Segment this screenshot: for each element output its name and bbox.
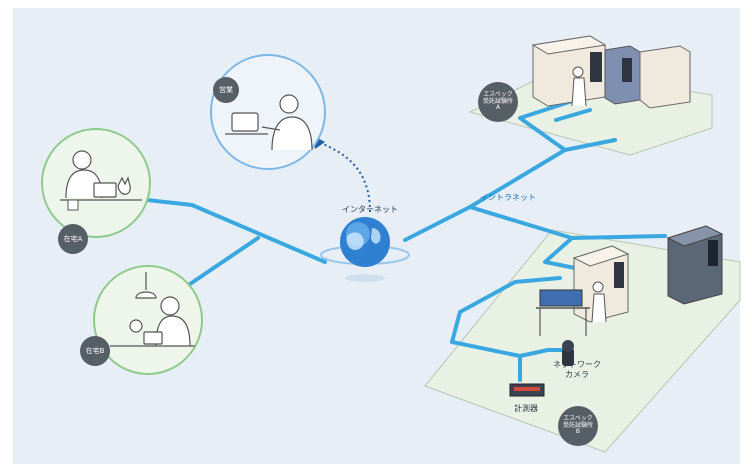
lab-a-badge-line3: A	[495, 104, 501, 112]
lab-a-badge-line2: 受託試験所	[482, 97, 513, 105]
network-camera-label: ネットワーク カメラ	[553, 361, 601, 379]
sales-badge-text: 営業	[219, 85, 233, 94]
internet-label: インターネット	[342, 205, 398, 214]
measuring-instrument-label: 計測器	[514, 404, 538, 413]
home-b-illustration	[93, 265, 203, 375]
dotted-link	[317, 141, 371, 213]
intranet-label: イントラネット	[480, 193, 536, 202]
home-a-badge: 在宅A	[58, 224, 88, 254]
home-b-badge-text: 在宅B	[85, 346, 105, 355]
line-lab-b-camera	[518, 348, 567, 358]
lab-b-badge-line1: エスペック	[563, 414, 593, 422]
network-camera-label-line1: ネットワーク	[553, 360, 601, 369]
line-home-b	[188, 236, 260, 286]
lab-a-badge: エスペック 受託試験所 A	[478, 82, 518, 122]
lab-b-badge-line3: B	[575, 428, 581, 436]
lab-b-badge-line2: 受託試験所	[562, 421, 593, 429]
lab-a-badge-line1: エスペック	[483, 90, 513, 98]
network-camera-label-line2: カメラ	[565, 370, 589, 379]
sales-illustration	[210, 54, 326, 170]
globe-icon	[320, 217, 410, 282]
lab-a-equipment	[531, 35, 691, 109]
lab-b-equipment	[509, 225, 724, 397]
line-lab-b-upper	[543, 236, 577, 270]
lab-b-badge: エスペック 受託試験所 B	[558, 406, 598, 446]
home-b-badge: 在宅B	[80, 336, 110, 366]
home-a-badge-text: 在宅A	[63, 234, 83, 243]
sales-badge: 営業	[213, 77, 239, 103]
home-a-illustration	[41, 128, 151, 238]
line-internet-to-intranet	[403, 138, 617, 242]
line-lab-a-branch	[554, 108, 592, 122]
line-lab-b-left	[450, 276, 562, 358]
